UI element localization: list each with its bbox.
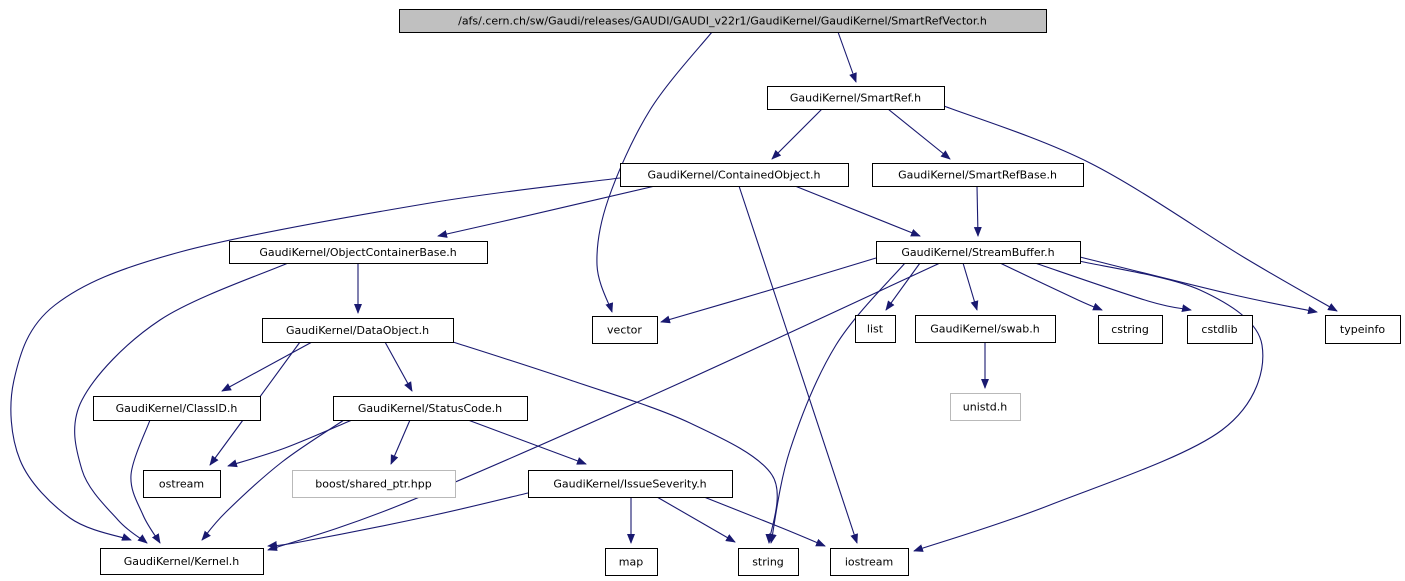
node-classid[interactable]: GaudiKernel/ClassID.h <box>93 396 261 421</box>
node-swab[interactable]: GaudiKernel/swab.h <box>915 315 1056 343</box>
node-label-issueseverity: GaudiKernel/IssueSeverity.h <box>553 478 706 491</box>
node-label-statuscode: GaudiKernel/StatusCode.h <box>358 402 502 415</box>
node-label-ostream: ostream <box>159 478 204 491</box>
edge-streambuffer-to-typeinfo <box>1079 256 1318 315</box>
node-string: string <box>738 548 799 576</box>
node-statuscode[interactable]: GaudiKernel/StatusCode.h <box>333 396 528 421</box>
edge-objectcontainerbase-to-kernel <box>74 262 289 544</box>
node-label-list: list <box>867 323 884 336</box>
node-label-string: string <box>752 556 784 569</box>
node-unistd: unistd.h <box>950 393 1021 421</box>
edge-root-to-smartref <box>837 31 857 83</box>
edge-dataobject-to-string <box>449 340 778 544</box>
edge-smartref-to-smartrefbase <box>887 108 951 160</box>
edge-streambuffer-to-swab <box>962 262 979 311</box>
edge-statuscode-to-issueseverity <box>467 419 587 465</box>
node-label-unistd: unistd.h <box>963 401 1008 414</box>
edge-containedobject-to-objectcontainerbase <box>437 185 656 238</box>
node-label-swab: GaudiKernel/swab.h <box>930 323 1039 336</box>
edge-streambuffer-to-string <box>768 262 906 544</box>
node-label-cstdlib: cstdlib <box>1201 323 1237 336</box>
node-label-iostream: iostream <box>845 556 893 569</box>
node-label-classid: GaudiKernel/ClassID.h <box>116 402 238 415</box>
node-label-kernel: GaudiKernel/Kernel.h <box>124 555 240 568</box>
node-dataobject[interactable]: GaudiKernel/DataObject.h <box>262 318 454 343</box>
node-boost: boost/shared_ptr.hpp <box>292 470 456 498</box>
node-label-root: /afs/.cern.ch/sw/Gaudi/releases/GAUDI/GA… <box>458 15 987 28</box>
edge-statuscode-to-kernel <box>201 419 345 541</box>
edge-containedobject-to-streambuffer <box>794 185 921 237</box>
node-containedobject[interactable]: GaudiKernel/ContainedObject.h <box>620 163 849 187</box>
edge-statuscode-to-boost <box>390 419 411 465</box>
edge-streambuffer-to-cstdlib <box>1034 262 1192 313</box>
node-streambuffer[interactable]: GaudiKernel/StreamBuffer.h <box>876 241 1081 264</box>
node-label-smartref: GaudiKernel/SmartRef.h <box>790 92 921 105</box>
edge-streambuffer-to-iostream <box>913 260 1264 552</box>
node-cstdlib: cstdlib <box>1187 315 1253 344</box>
node-smartrefbase[interactable]: GaudiKernel/SmartRefBase.h <box>872 163 1084 187</box>
edge-issueseverity-to-string <box>656 496 736 543</box>
node-label-vector: vector <box>607 324 642 337</box>
edge-containedobject-to-iostream <box>738 185 858 544</box>
edge-smartref-to-containedobject <box>771 108 823 160</box>
node-label-containedobject: GaudiKernel/ContainedObject.h <box>647 169 820 182</box>
node-map: map <box>605 548 658 576</box>
node-label-cstring: cstring <box>1111 323 1149 336</box>
edge-issueseverity-to-kernel <box>267 492 529 549</box>
node-typeinfo: typeinfo <box>1325 315 1401 344</box>
edge-containedobject-to-kernel <box>10 177 621 541</box>
node-label-typeinfo: typeinfo <box>1340 323 1385 336</box>
node-iostream: iostream <box>830 548 909 576</box>
node-kernel[interactable]: GaudiKernel/Kernel.h <box>100 548 264 575</box>
node-root: /afs/.cern.ch/sw/Gaudi/releases/GAUDI/GA… <box>399 9 1047 33</box>
edge-streambuffer-to-cstring <box>999 262 1103 311</box>
graph-nodes: /afs/.cern.ch/sw/Gaudi/releases/GAUDI/GA… <box>93 9 1401 576</box>
node-label-map: map <box>619 556 643 569</box>
node-vector: vector <box>592 316 658 344</box>
edge-dataobject-to-classid <box>221 341 313 392</box>
node-label-boost: boost/shared_ptr.hpp <box>315 478 431 491</box>
node-ostream: ostream <box>143 470 221 498</box>
node-label-smartrefbase: GaudiKernel/SmartRefBase.h <box>898 169 1057 182</box>
edge-smartref-to-typeinfo <box>943 105 1338 312</box>
edge-streambuffer-to-kernel <box>267 262 941 551</box>
edge-classid-to-kernel <box>130 419 161 544</box>
node-list: list <box>855 315 896 343</box>
node-label-dataobject: GaudiKernel/DataObject.h <box>286 324 429 337</box>
node-label-streambuffer: GaudiKernel/StreamBuffer.h <box>901 246 1054 259</box>
edge-smartrefbase-to-streambuffer <box>973 185 982 237</box>
edge-dataobject-to-statuscode <box>384 341 413 392</box>
node-cstring: cstring <box>1098 315 1163 344</box>
node-label-objectcontainerbase: GaudiKernel/ObjectContainerBase.h <box>259 246 456 259</box>
node-issueseverity[interactable]: GaudiKernel/IssueSeverity.h <box>528 470 733 498</box>
edge-issueseverity-to-iostream <box>703 496 826 547</box>
edge-streambuffer-to-list <box>885 262 921 311</box>
edge-statuscode-to-ostream <box>227 419 353 468</box>
edge-root-to-vector <box>596 31 713 313</box>
edge-streambuffer-to-vector <box>660 257 877 324</box>
node-objectcontainerbase[interactable]: GaudiKernel/ObjectContainerBase.h <box>229 241 488 264</box>
node-smartref[interactable]: GaudiKernel/SmartRef.h <box>767 86 945 110</box>
